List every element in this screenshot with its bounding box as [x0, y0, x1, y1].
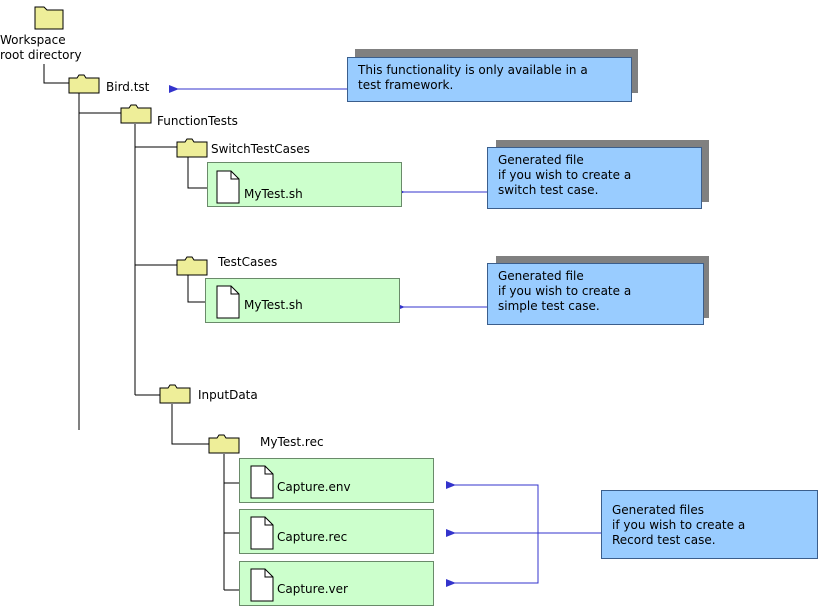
capture-rec-label: Capture.rec — [277, 530, 348, 544]
bird-tst-label: Bird.tst — [106, 80, 150, 94]
folder-icon — [34, 6, 64, 30]
file-icon — [216, 170, 240, 204]
folder-icon — [176, 138, 208, 158]
folder-icon — [68, 74, 100, 94]
file-icon — [250, 516, 274, 550]
switch-file-label: MyTest.sh — [244, 187, 303, 201]
root-directory-label: Workspace root directory — [0, 33, 82, 62]
file-icon — [250, 465, 274, 499]
folder-icon — [176, 256, 208, 276]
function-tests-label: FunctionTests — [157, 114, 238, 128]
folder-icon — [120, 104, 152, 124]
input-data-label: InputData — [198, 388, 258, 402]
mytest-rec-label: MyTest.rec — [260, 435, 324, 449]
framework-note: This functionality is only available in … — [347, 57, 632, 102]
switch-note: Generated file if you wish to create a s… — [487, 147, 702, 209]
capture-env-label: Capture.env — [277, 480, 351, 494]
folder-icon — [159, 384, 191, 404]
folder-icon — [208, 434, 240, 454]
switch-test-cases-label: SwitchTestCases — [211, 142, 310, 156]
test-cases-label: TestCases — [218, 255, 278, 269]
test-file-label: MyTest.sh — [244, 298, 303, 312]
file-icon — [216, 285, 240, 319]
capture-ver-label: Capture.ver — [277, 582, 348, 596]
file-icon — [250, 568, 274, 602]
record-note: Generated files if you wish to create a … — [601, 490, 818, 559]
simple-note: Generated file if you wish to create a s… — [487, 263, 704, 325]
